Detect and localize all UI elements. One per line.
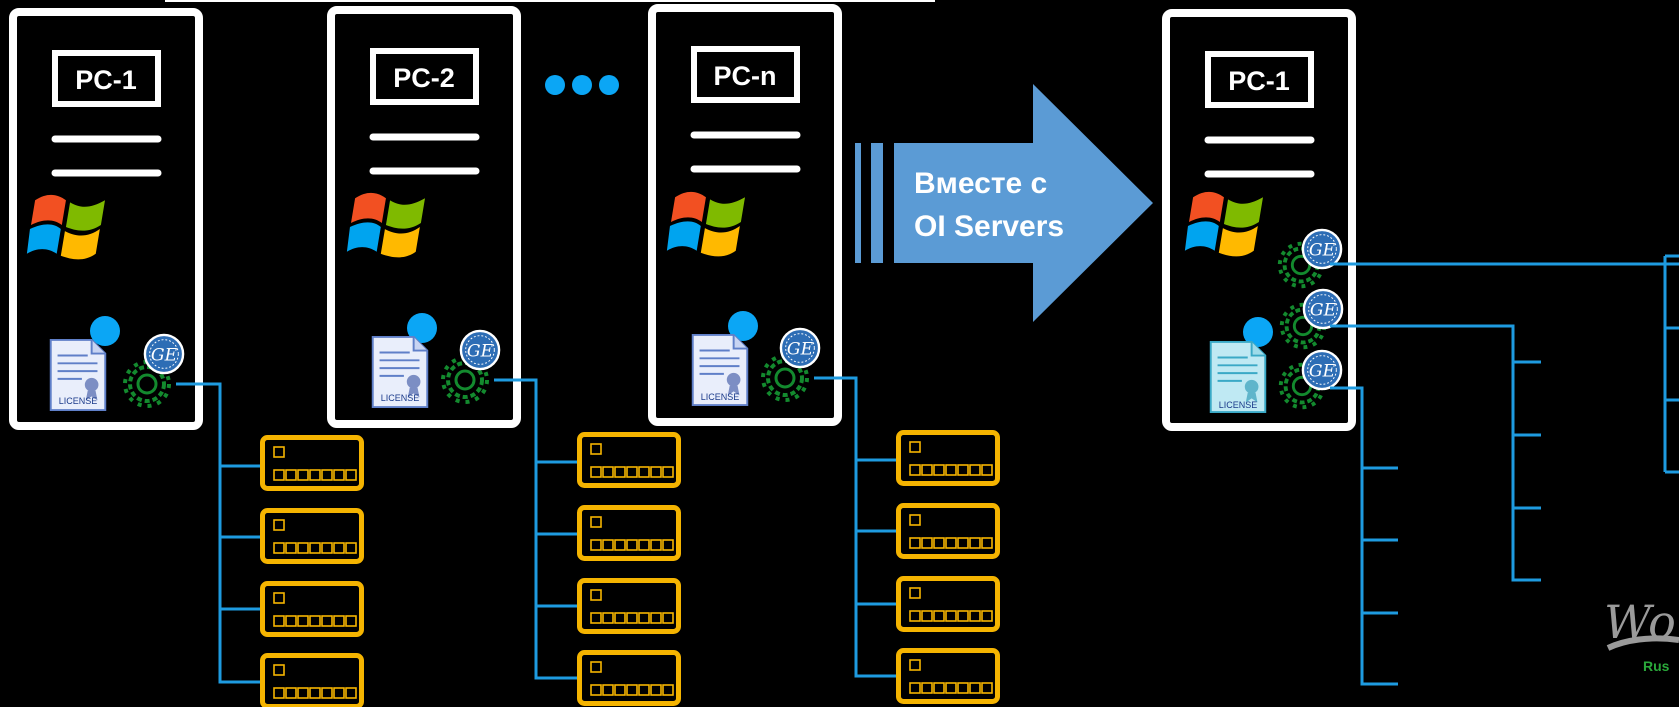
server-1-label-box (52, 50, 161, 107)
device-n-2 (899, 506, 998, 557)
company-logo: Won Rus (1604, 595, 1679, 674)
logo-sub-text: Rus (1643, 658, 1670, 674)
server-1-case (9, 8, 203, 430)
device-1-4 (263, 656, 362, 707)
result-server-label: PC-1 (1228, 66, 1290, 96)
result-server-label-box (1205, 51, 1314, 108)
device-n-3 (899, 579, 998, 630)
device-n-1 (899, 433, 998, 484)
device-2-2 (580, 508, 679, 559)
status-dot-icon (90, 316, 120, 346)
arrow-text-line-1: Вместе с (914, 167, 1047, 200)
result-server-connections (1330, 254, 1679, 686)
status-dot-icon (728, 311, 758, 341)
device-2-1 (580, 435, 679, 486)
result-server-license-label: LICENSE (1219, 400, 1258, 410)
result-server: PC-1 LICENSE (1162, 9, 1356, 431)
server-1: PC-1 LICENSE (9, 8, 203, 430)
arrow-text-line-2: OI Servers (914, 210, 1064, 243)
ge-logo-icon (1301, 349, 1343, 391)
server-n-license-label: LICENSE (701, 392, 740, 402)
server-2-label-box (370, 48, 479, 105)
ellipsis-icon (545, 75, 619, 95)
server-2-connections (494, 378, 578, 680)
transition-arrow: Вместе с OI Servers (855, 84, 1153, 322)
server-n-label-box (691, 46, 800, 103)
server-1-label: PC-1 (75, 65, 137, 95)
server-2-label: PC-2 (393, 63, 455, 93)
status-dot-icon (1243, 317, 1273, 347)
status-dot-icon (407, 313, 437, 343)
device-n-4 (899, 651, 998, 702)
ge-logo-icon (143, 333, 185, 375)
ge-logo-icon (779, 327, 821, 369)
ge-logo-icon (1302, 288, 1344, 330)
server-2-license-label: LICENSE (381, 393, 420, 403)
server-n-connections (814, 376, 898, 678)
server-n: PC-n LICENSE (648, 4, 842, 426)
device-2-3 (580, 581, 679, 632)
server-n-label: PC-n (714, 61, 777, 91)
ge-logo-icon (459, 329, 501, 371)
device-1-3 (263, 584, 362, 635)
server-2-case (327, 6, 521, 428)
device-1-1 (263, 438, 362, 489)
server-1-connections (176, 382, 262, 684)
device-2-4 (580, 653, 679, 704)
server-2: PC-2 LICENSE (327, 6, 521, 428)
server-1-license-label: LICENSE (59, 396, 98, 406)
ge-logo-icon (1301, 228, 1343, 270)
server-n-case (648, 4, 842, 426)
device-1-2 (263, 511, 362, 562)
